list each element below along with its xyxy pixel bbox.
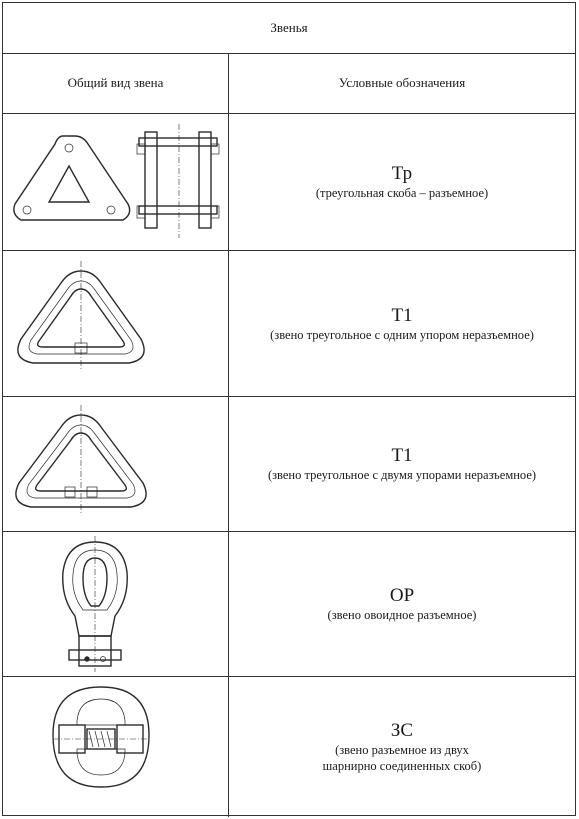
header-row: Общий вид звена Условные обозначения: [3, 53, 575, 114]
designation-code: Т1: [391, 445, 413, 466]
drawing-cell: [3, 532, 229, 676]
triangular-shackle-drawing: [13, 124, 220, 238]
drawing-cell: [3, 114, 229, 250]
ovoid-link-drawing: [62, 536, 128, 672]
triangular-link-two-stops-drawing: [15, 405, 147, 515]
designation-cell: ЗС (звено разъемное из двух шарнирно сое…: [229, 677, 575, 817]
drawing-cell: [3, 251, 229, 396]
designation-cell: Т1 (звено треугольное с одним упором нер…: [229, 251, 575, 396]
designation-code: Тр: [391, 163, 413, 184]
table-row: Тр (треугольная скоба – разъемное): [3, 114, 575, 251]
designation-code: ОР: [389, 585, 415, 606]
designation-cell: ОР (звено овоидное разъемное): [229, 532, 575, 676]
designation-description: (звено треугольное с одним упором неразъ…: [270, 327, 534, 342]
col-header-view: Общий вид звена: [3, 53, 229, 113]
table-row: Т1 (звено треугольное с двумя упорами не…: [3, 397, 575, 532]
designation-description: (треугольная скоба – разъемное): [315, 186, 489, 200]
designation-cell: Т1 (звено треугольное с двумя упорами не…: [229, 397, 575, 531]
designation-cell: Тр (треугольная скоба – разъемное): [229, 114, 575, 250]
drawing-cell: [3, 397, 229, 531]
drawing-cell: [3, 677, 229, 817]
table-title: Звенья: [3, 3, 575, 54]
col-header-symbol: Условные обозначения: [338, 75, 466, 90]
table-row: ОР (звено овоидное разъемное): [3, 532, 575, 677]
hinged-split-link-drawing: [52, 686, 150, 788]
triangular-link-one-stop-drawing: [17, 261, 145, 371]
designation-code: Т1: [391, 304, 413, 326]
table-row: Т1 (звено треугольное с одним упором нер…: [3, 251, 575, 397]
designation-description: (звено треугольное с двумя упорами нераз…: [267, 468, 537, 482]
designation-description-line1: (звено разъемное из двух: [335, 743, 469, 757]
designation-description-line2: шарнирно соединенных скоб): [322, 759, 482, 773]
designation-code: ЗС: [390, 720, 414, 741]
designation-description: (звено овоидное разъемное): [327, 608, 477, 622]
table-row: ЗС (звено разъемное из двух шарнирно сое…: [3, 677, 575, 817]
